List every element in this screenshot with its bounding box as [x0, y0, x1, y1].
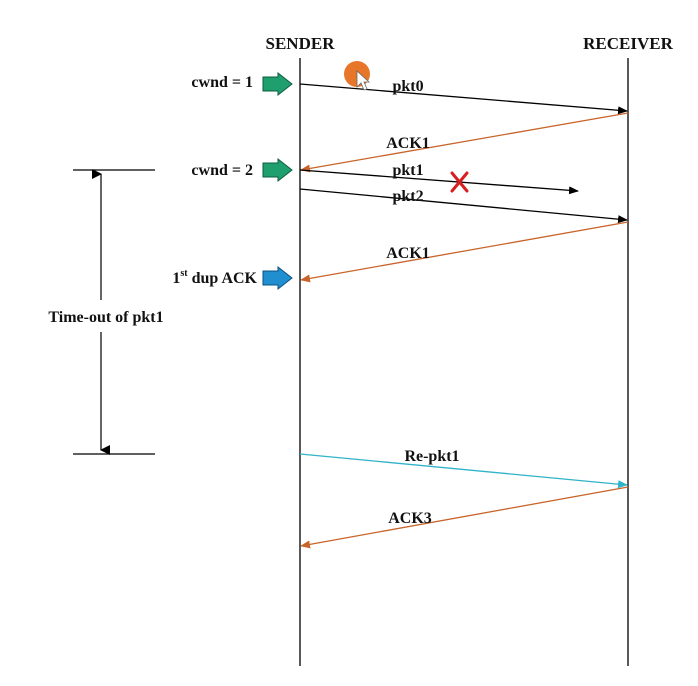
- loss-x-icon: [450, 171, 469, 193]
- ack3-arrow: [300, 486, 629, 549]
- dup-ack-marker-icon: [262, 265, 293, 291]
- timeout-label: Time-out of pkt1: [48, 309, 163, 326]
- sender-header: SENDER: [266, 34, 336, 53]
- pkt1-arrow: [299, 169, 579, 195]
- first-dup-ack-label: 1st dup ACK: [172, 268, 257, 287]
- ack3-label: ACK3: [388, 510, 432, 527]
- pkt0-label: pkt0: [392, 78, 423, 95]
- ack1-first-arrow: [300, 112, 629, 173]
- cwnd-2-marker-icon: [262, 157, 293, 183]
- cwnd-1-label: cwnd = 1: [191, 74, 253, 91]
- re-pkt1-label: Re-pkt1: [404, 448, 459, 465]
- pkt2-label: pkt2: [392, 188, 423, 205]
- dup-ack-ordinal: 1: [172, 270, 180, 287]
- receiver-header: RECEIVER: [583, 34, 673, 53]
- pkt0-arrow: [299, 83, 628, 115]
- ack1-first-label: ACK1: [386, 135, 430, 152]
- cwnd-1-marker-icon: [262, 71, 293, 97]
- dup-ack-text: dup ACK: [188, 270, 258, 287]
- ack1-dup-label: ACK1: [386, 245, 430, 262]
- dup-ack-superscript: st: [180, 268, 188, 279]
- re-pkt1-arrow: [299, 453, 628, 489]
- cursor-icon: [344, 61, 371, 91]
- pkt2-arrow: [299, 188, 628, 224]
- pkt1-label: pkt1: [392, 162, 423, 179]
- cwnd-2-label: cwnd = 2: [191, 162, 253, 179]
- ack1-dup-arrow: [300, 221, 629, 283]
